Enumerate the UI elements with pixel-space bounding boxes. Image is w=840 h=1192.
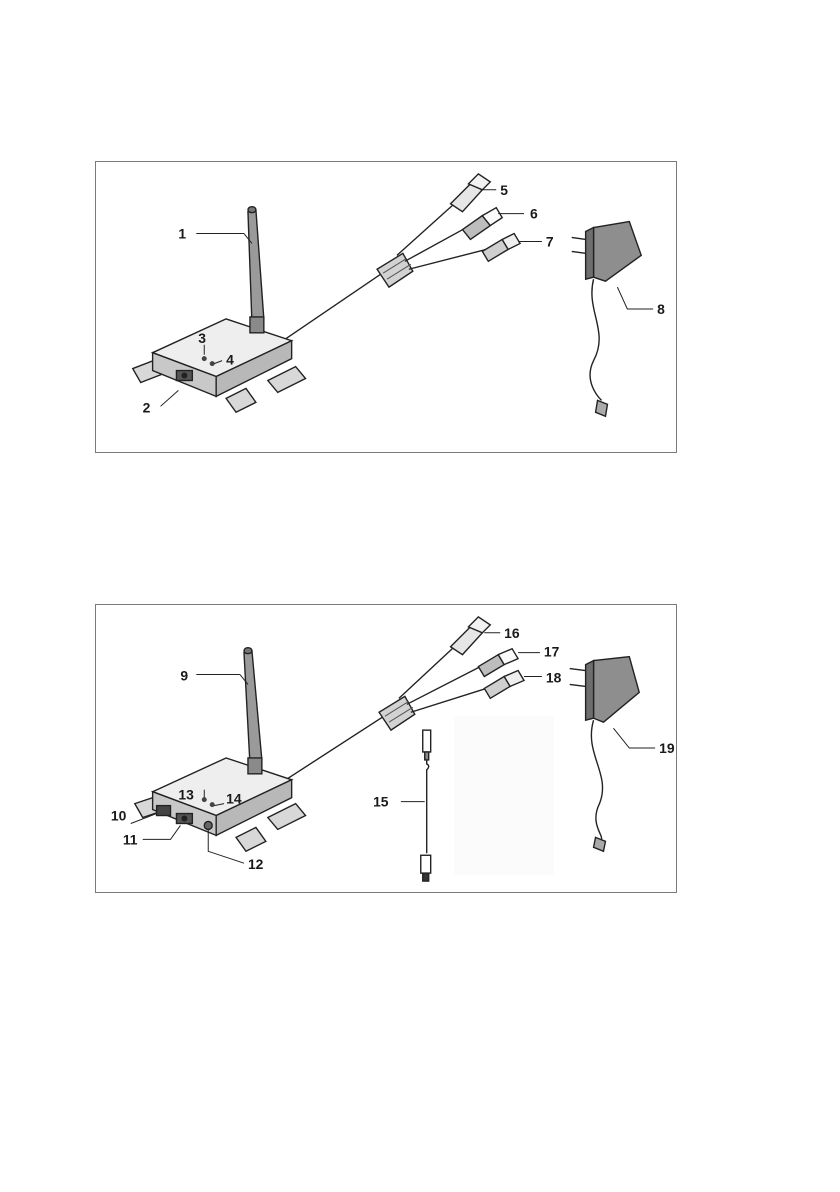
adapter-cable [590, 279, 601, 400]
callout-19: 19 [659, 740, 675, 756]
callout-13: 13 [178, 787, 194, 803]
receiver-kit-usb-illustration: 9 10 11 12 13 14 15 16 17 18 19 [96, 605, 676, 892]
callout-2: 2 [143, 399, 151, 415]
power-adapter [572, 222, 642, 417]
callout-1: 1 [178, 225, 186, 241]
callout-16: 16 [504, 625, 520, 641]
cable-splitter [379, 696, 415, 730]
branch-cable-bottom [411, 688, 486, 712]
callout-3: 3 [198, 330, 206, 346]
branch-cable-top [399, 645, 457, 699]
rca-connector-white [462, 208, 502, 240]
callout-5: 5 [500, 182, 508, 198]
main-cable [286, 271, 385, 339]
callout-11: 11 [123, 831, 138, 847]
callout-18: 18 [546, 669, 562, 685]
callout-17: 17 [544, 644, 560, 660]
callout-6: 6 [530, 206, 538, 222]
callout-10: 10 [111, 807, 127, 823]
power-adapter [570, 657, 640, 852]
adapter-cable [591, 720, 602, 839]
diagram-panel-receiver-usb: 9 10 11 12 13 14 15 16 17 18 19 [95, 604, 677, 893]
callout-14: 14 [226, 791, 242, 807]
callout-12: 12 [248, 856, 264, 872]
callout-7: 7 [546, 233, 554, 249]
cable-splitter [377, 253, 413, 287]
callout-8: 8 [657, 301, 665, 317]
receiver-box [133, 319, 306, 412]
callout-4: 4 [226, 352, 234, 368]
antenna [244, 648, 262, 774]
main-cable [286, 714, 387, 780]
rca-connector-yellow [484, 671, 524, 699]
branch-cable-middle [407, 667, 480, 705]
rca-connector-white [478, 649, 518, 677]
usb-cable [421, 730, 431, 881]
diagram-panel-receiver: 1 2 3 4 5 6 7 8 [95, 161, 677, 453]
background-shade [455, 716, 554, 875]
callout-9: 9 [180, 667, 188, 683]
rca-connector-yellow [482, 234, 520, 262]
antenna [248, 207, 264, 333]
power-dc-connector [451, 174, 491, 212]
branch-cable-top [397, 202, 457, 256]
power-dc-connector [451, 617, 491, 655]
callout-15: 15 [373, 794, 389, 810]
receiver-kit-illustration: 1 2 3 4 5 6 7 8 [96, 162, 676, 452]
